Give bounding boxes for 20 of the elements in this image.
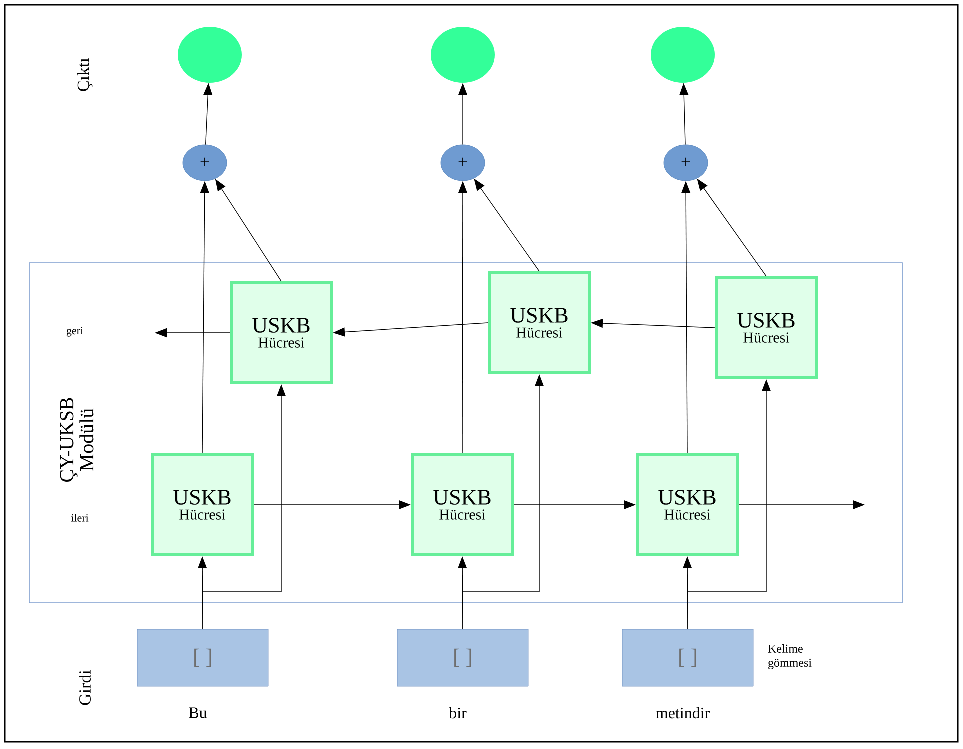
word-label: metindir (656, 707, 710, 719)
cell-box: USKB Hücresi (230, 282, 333, 384)
embedding-box: [ ] (622, 629, 754, 687)
output-circle (178, 27, 242, 83)
embedding-box: [ ] (397, 629, 529, 687)
axis-label: Girdi (79, 670, 91, 706)
output-circle (431, 27, 495, 83)
cell-box: USKB Hücresi (636, 454, 739, 556)
annotation-text: Kelime gömmesi (768, 644, 812, 670)
embedding-box: [ ] (137, 629, 269, 687)
cell-box: USKB Hücresi (488, 272, 591, 374)
direction-label: ileri (71, 514, 89, 522)
word-label: bir (449, 707, 467, 719)
axis-label: Çıktı (77, 58, 93, 92)
cell-box: USKB Hücresi (151, 454, 254, 556)
cell-box: USKB Hücresi (411, 454, 514, 556)
word-label: Bu (189, 708, 208, 718)
output-circle (651, 27, 716, 83)
cell-box: USKB Hücresi (715, 276, 818, 380)
direction-label: geri (66, 327, 84, 337)
